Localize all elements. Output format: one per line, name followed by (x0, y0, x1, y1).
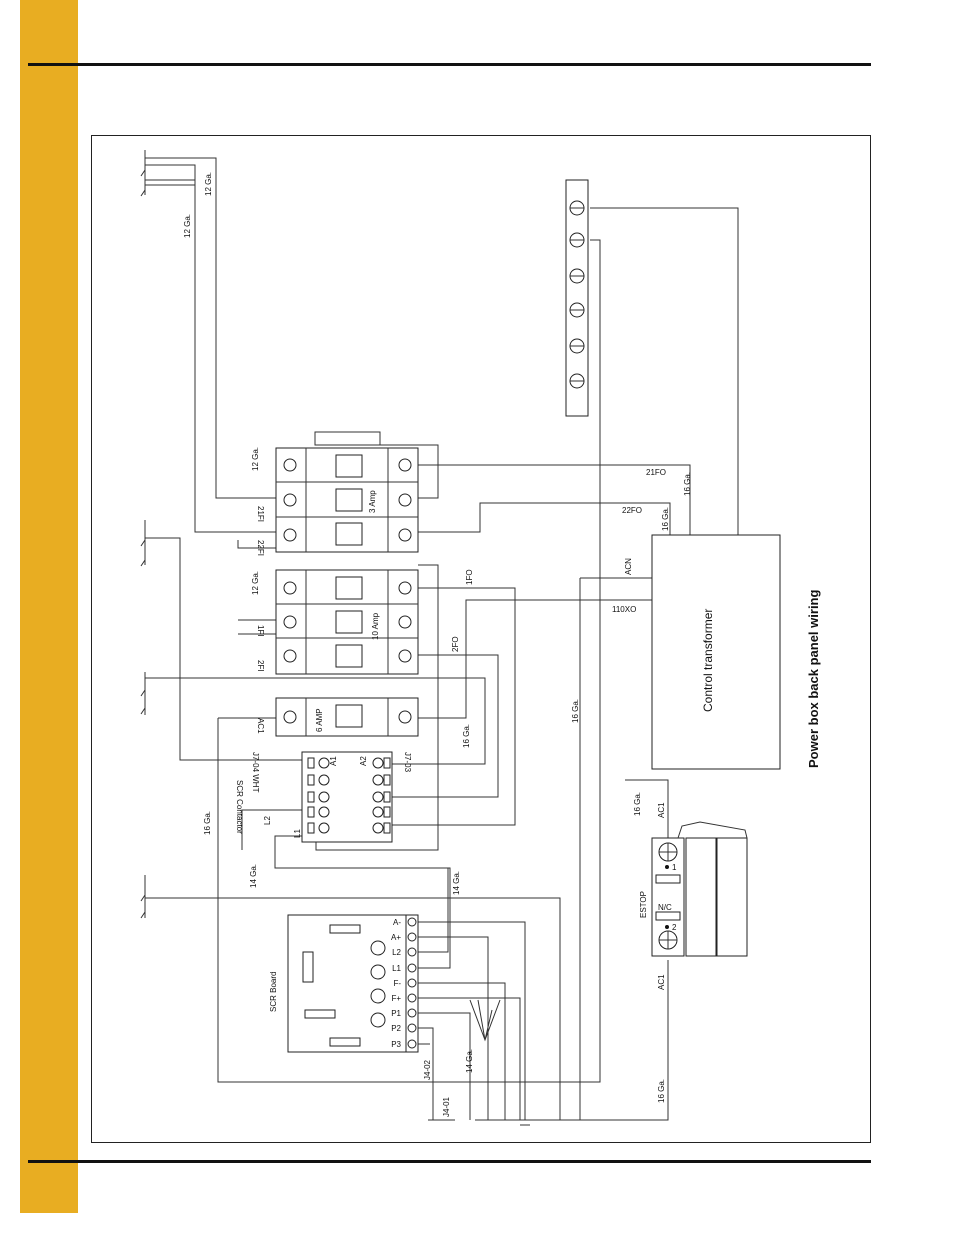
wires (145, 157, 739, 1126)
scr-terminal-label: L2 (392, 948, 401, 957)
terminal-1-dot (665, 865, 669, 869)
terminal-bar (565, 179, 589, 417)
gauge-label: 14 Ga. (249, 864, 258, 888)
breaker-rating: 10 Amp (371, 612, 380, 640)
estop-label: ESTOP (639, 891, 648, 918)
scr-board (287, 914, 419, 1053)
terminal-2-label: 2 (672, 923, 677, 932)
gauge-label: 16 Ga. (633, 792, 642, 816)
ac1-label: AC1 (657, 802, 666, 818)
wire-label: ACN (624, 558, 633, 575)
scr-terminal-labels: A- A+ L2 L1 F- F+ P1 P2 P3 (391, 918, 402, 1049)
scr-terminal-label: F+ (391, 994, 401, 1003)
scr-board-label: SCR Board (269, 972, 278, 1012)
gauge-label: 12 Ga. (204, 172, 213, 196)
gauge-label: 16 Ga. (657, 1079, 666, 1103)
ground-symbols (140, 150, 196, 919)
gauge-label: 12 Ga. (251, 571, 260, 595)
j4-01-label: J4-01 (442, 1096, 451, 1117)
diagram-title: Power box back panel wiring (806, 590, 821, 768)
scr-contactor-label: SCR Contactor (235, 780, 244, 834)
gauge-label: 12 Ga. (251, 447, 260, 471)
j4-02-label: J4-02 (423, 1059, 432, 1080)
control-transformer-box (651, 534, 781, 770)
gauge-label: 12 Ga. (183, 214, 192, 238)
gauge-label: 14 Ga. (465, 1049, 474, 1073)
breaker-6amp (275, 697, 419, 737)
gauge-label: 16 Ga. (683, 472, 692, 496)
estop-switch (651, 821, 748, 957)
breaker-block-10amp (275, 569, 419, 675)
gauge-label: 16 Ga. (203, 811, 212, 835)
wire-label: 1FO (465, 569, 474, 585)
wire-label: 110XO (612, 605, 636, 614)
diagram-frame (91, 135, 871, 1143)
wire-label: 21FI (256, 506, 265, 522)
ac1-label: AC1 (657, 974, 666, 990)
terminal-l2: L2 (263, 816, 272, 825)
scr-terminal-label: P3 (391, 1040, 401, 1049)
scr-contactor (301, 751, 393, 843)
scr-terminal-label: F- (393, 979, 401, 988)
gauge-label: 16 Ga. (462, 724, 471, 748)
terminal-a1: A1 (329, 756, 338, 766)
control-transformer-label: Control transformer (701, 609, 715, 712)
j7-03-label: J7-03 (403, 752, 412, 773)
terminal-1-label: 1 (672, 863, 677, 872)
wire-label: 2FO (451, 636, 460, 652)
breaker-rating: 6 AMP (315, 708, 324, 732)
terminal-2-dot (665, 925, 669, 929)
bar-screws (569, 200, 585, 389)
nc-label: N/C (658, 903, 672, 912)
breaker-rating: 3 Amp (368, 490, 377, 513)
footer-rule (28, 1160, 871, 1163)
sidebar-color-band (20, 0, 78, 1213)
wire-label: 22FO (622, 506, 642, 515)
scr-terminal-label: P2 (391, 1024, 401, 1033)
ac1-label: AC1 (256, 718, 265, 734)
gauge-label: 14 Ga. (452, 871, 461, 895)
terminal-a2: A2 (359, 756, 368, 766)
breaker-block-3amp (275, 447, 419, 553)
terminal-l1: L1 (293, 829, 302, 838)
gauge-label: 16 Ga. (571, 699, 580, 723)
wire-label: 21FO (646, 468, 666, 477)
scr-terminal-label: A- (393, 918, 401, 927)
wire-label: 1FI (256, 625, 265, 637)
scr-terminal-label: P1 (391, 1009, 401, 1018)
scr-terminal-label: L1 (392, 964, 401, 973)
j7-04-label: J7-04 WHT (251, 752, 260, 793)
header-rule (28, 63, 871, 66)
wire-label: 22FI (256, 540, 265, 556)
gauge-label: 16 Ga. (661, 507, 670, 531)
scr-terminal-label: A+ (391, 933, 401, 942)
wire-label: 2FI (256, 660, 265, 672)
